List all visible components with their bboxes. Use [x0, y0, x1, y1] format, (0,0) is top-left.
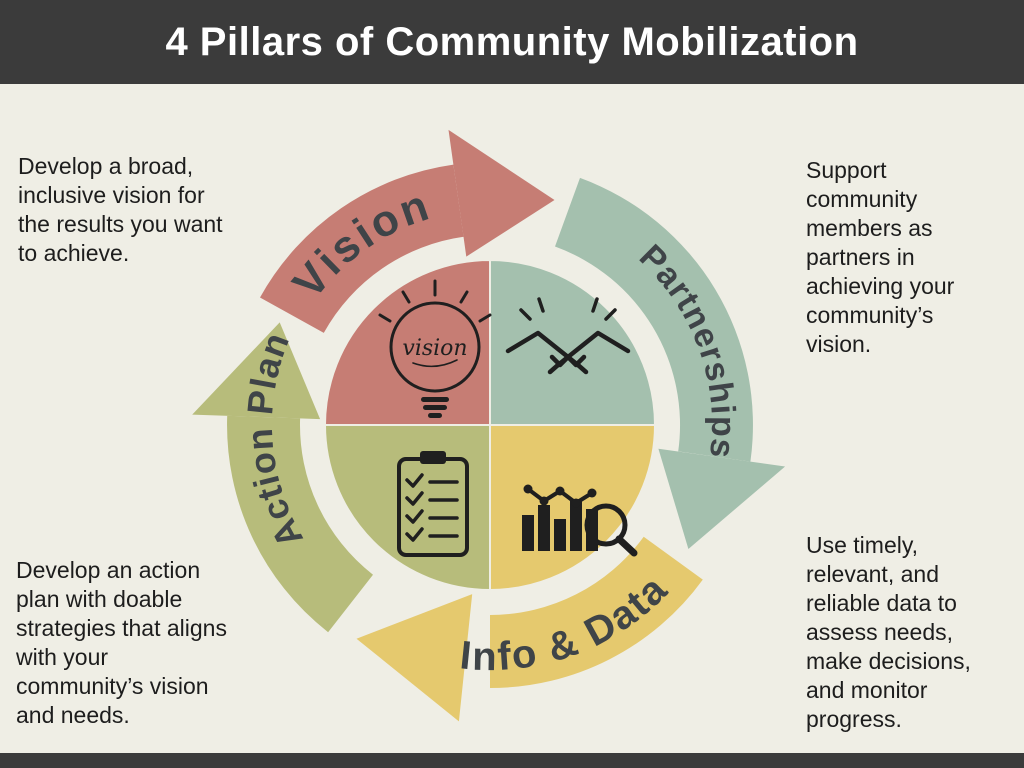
lightbulb-vision-icon: vision	[378, 279, 492, 418]
info-data-arrowhead	[356, 594, 473, 722]
clipboard-checklist-icon	[397, 451, 469, 557]
partnerships-arrowhead	[658, 448, 786, 549]
magnifier	[584, 503, 638, 557]
checklist-rows	[405, 473, 459, 542]
handshake-sparkles	[519, 297, 617, 321]
bulb-underline	[412, 359, 458, 368]
vision-arrowhead	[448, 129, 555, 257]
handshake-icon	[505, 297, 631, 375]
partnerships-quadrant	[489, 258, 657, 426]
lightbulb-rays	[378, 279, 492, 323]
chart-bars	[522, 499, 598, 551]
partnerships-arc	[555, 177, 753, 462]
cycle-diagram: Vision Partnerships Info & Data Action P…	[192, 129, 786, 722]
vision-quadrant	[323, 258, 491, 426]
bottom-bar	[0, 753, 1024, 768]
bulb-script-text: vision	[402, 336, 467, 361]
quadrant-circle	[323, 258, 657, 592]
partnerships-description: Support community members as partners in…	[806, 157, 955, 357]
info-data-description: Use timely, relevant, and reliable data …	[806, 532, 971, 732]
title-bar: 4 Pillars of Community Mobilization	[0, 0, 1024, 84]
page-title: 4 Pillars of Community Mobilization	[165, 19, 859, 64]
lightbulb-base	[421, 397, 449, 418]
bar-chart-magnifier-icon	[522, 484, 638, 557]
vision-description: Develop a broad, inclusive vision for th…	[18, 153, 223, 266]
info-data-arc	[490, 536, 703, 688]
action-plan-quadrant	[323, 424, 491, 592]
action-plan-description: Develop an action plan with doable strat…	[16, 557, 227, 728]
vision-arc	[260, 164, 464, 333]
trend-dots	[523, 484, 597, 508]
cycle-arrows	[192, 129, 786, 722]
action-plan-arc	[227, 415, 373, 633]
action-plan-arrowhead	[192, 322, 321, 420]
